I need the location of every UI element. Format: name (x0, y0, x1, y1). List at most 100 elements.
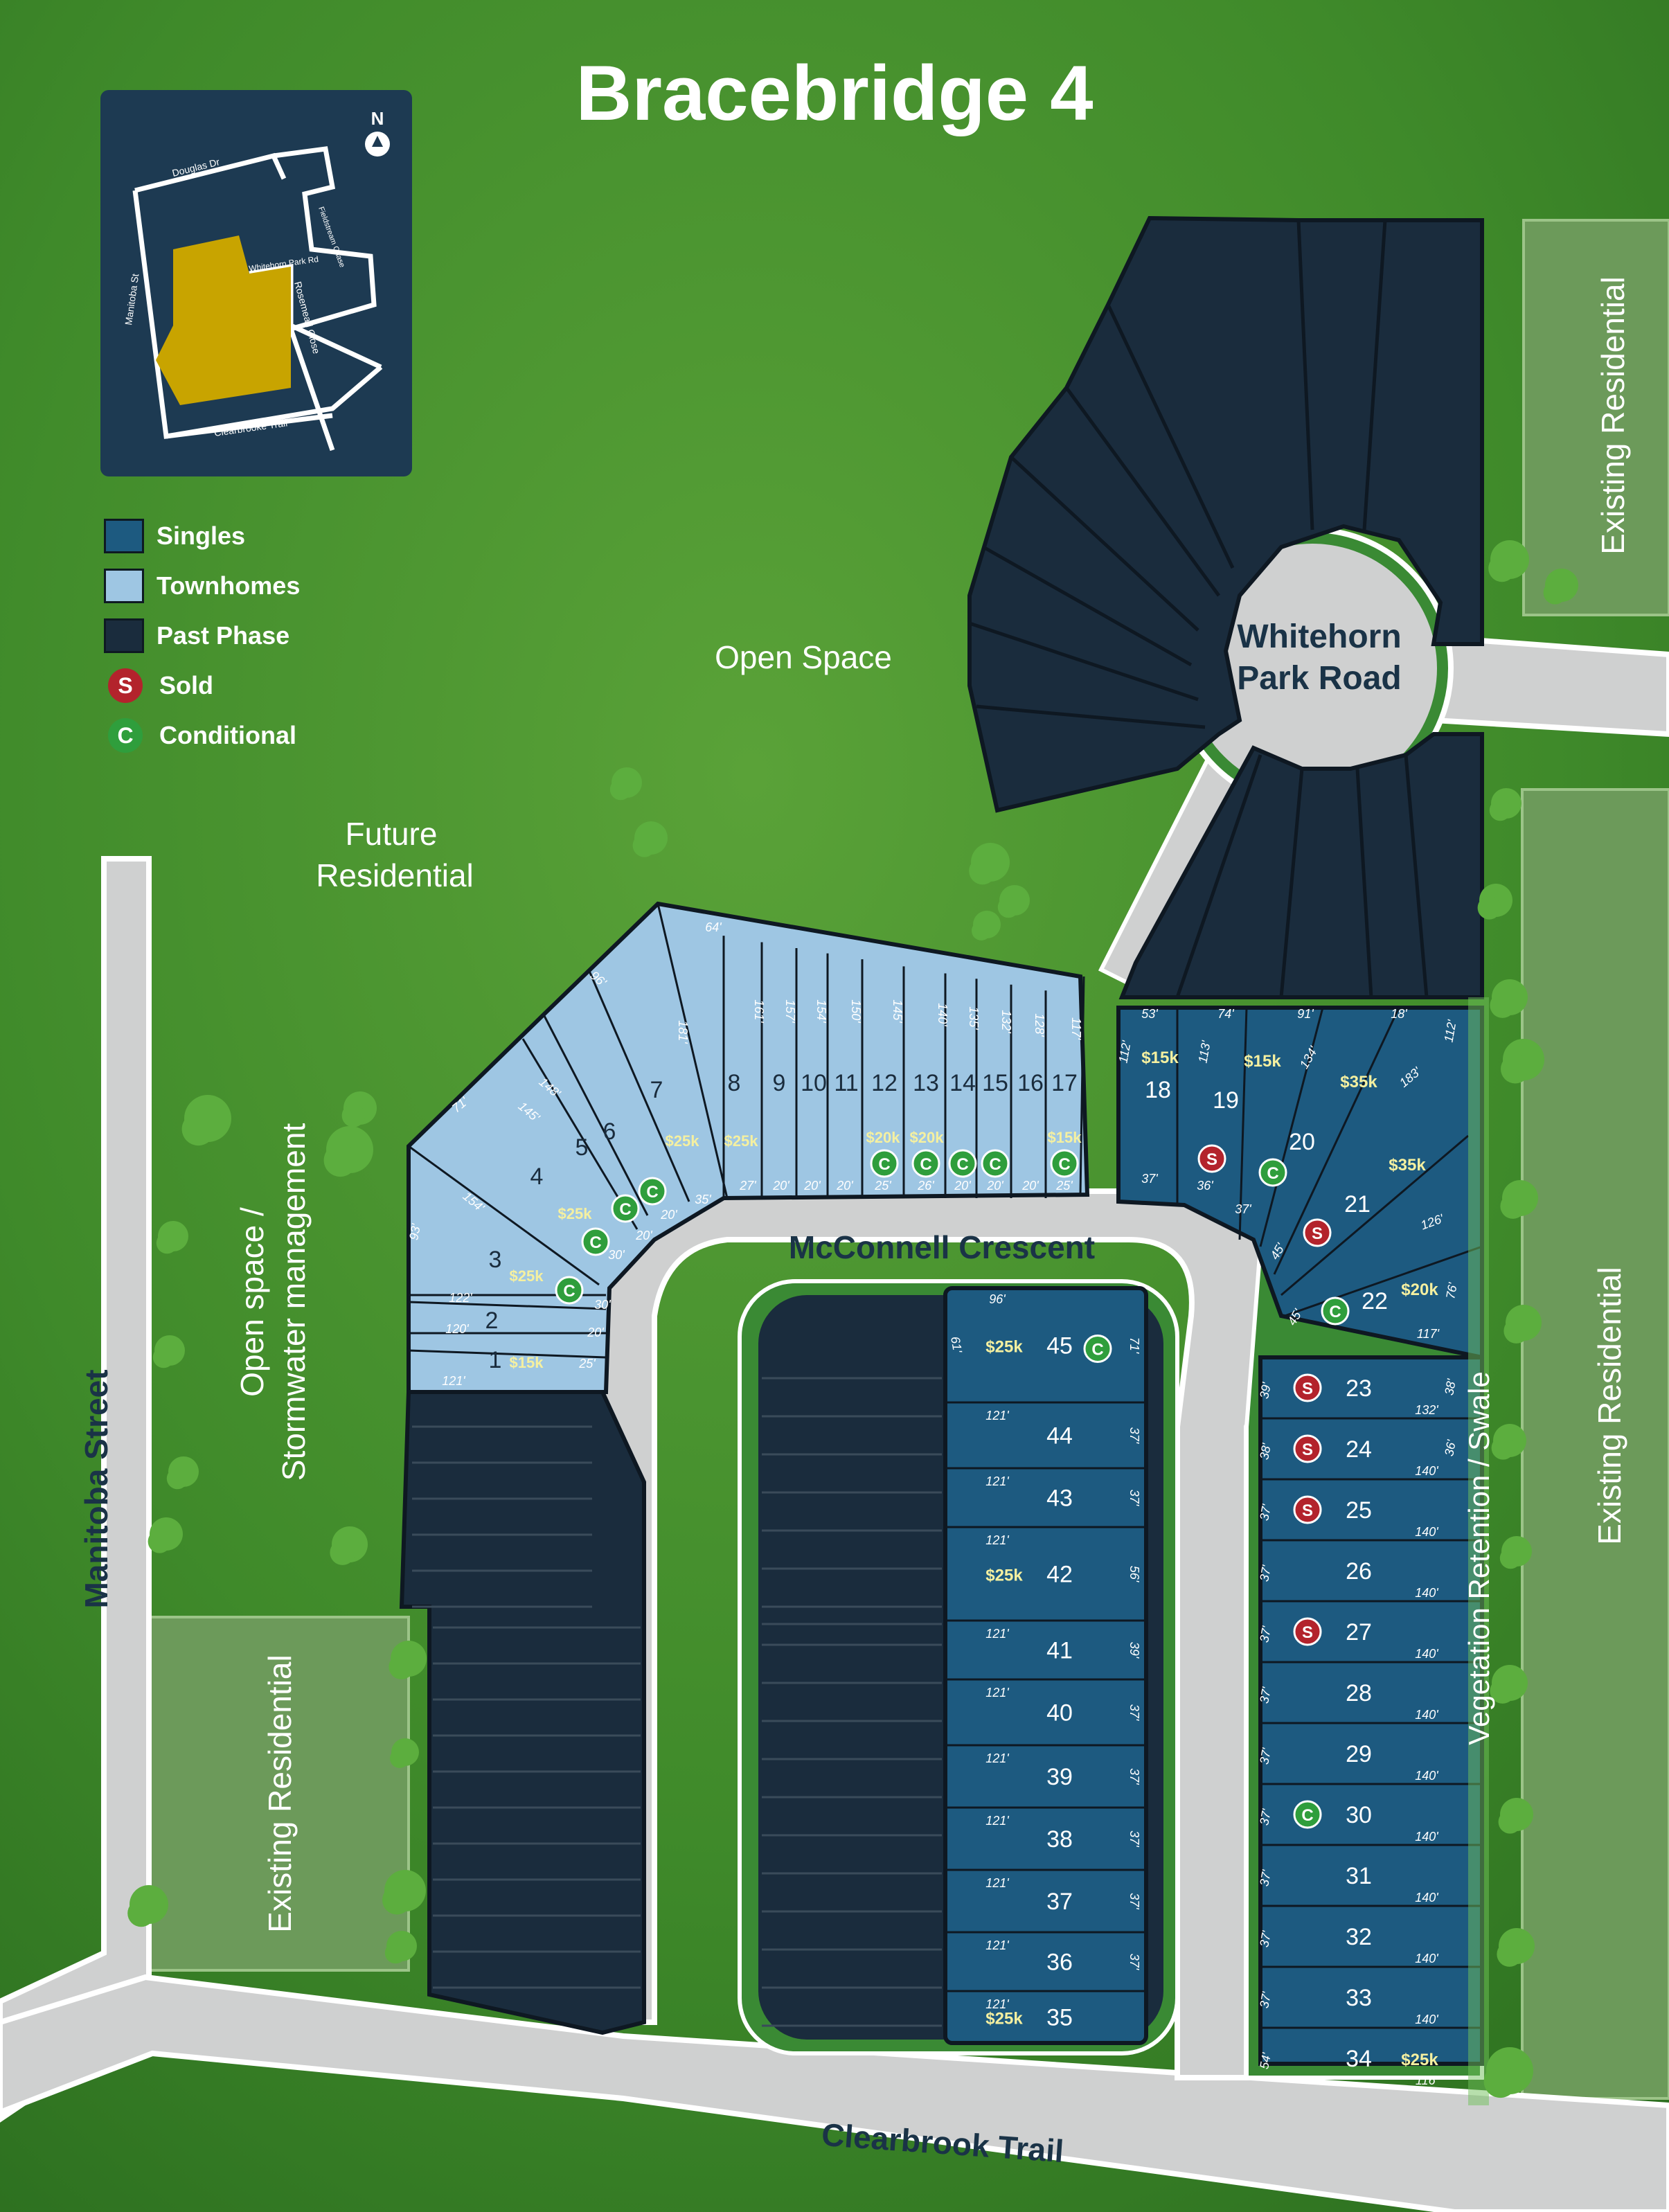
locator-site-highlight (156, 235, 291, 405)
townhome-lot-number: 7 (650, 1077, 663, 1103)
townhome-lot-number: 6 (603, 1118, 616, 1145)
singles-dimension: 36' (1197, 1179, 1213, 1193)
legend-item-sold: S Sold (104, 661, 300, 711)
singles-dimension: 140' (1415, 1769, 1438, 1783)
singles-lot-number: 27 (1346, 1619, 1372, 1645)
singles-lot-price: $25k (985, 1338, 1023, 1357)
tree-icon (1488, 555, 1516, 582)
townhome-lot-status-badge-letter: C (589, 1233, 601, 1252)
townhome-lot-price: $15k (1048, 1129, 1082, 1146)
townhome-lot-number: 16 (1017, 1070, 1044, 1096)
townhome-lot-number: 14 (949, 1070, 976, 1096)
singles-lot-number: 26 (1346, 1558, 1372, 1585)
townhome-lot-number: 12 (871, 1070, 898, 1096)
singles-dimension: 140' (1415, 1525, 1438, 1539)
singles-lot-price: $25k (1401, 2051, 1438, 2069)
townhome-lot-status-badge (981, 1149, 1010, 1178)
singles-dimension: 18' (1391, 1007, 1407, 1021)
singles-lot-number: 43 (1046, 1486, 1073, 1512)
singles-block-center (943, 1286, 1148, 2045)
townhome-lot-number: 1 (489, 1347, 502, 1373)
singles-lot-number: 35 (1046, 2005, 1073, 2031)
open-space-label: Open Space (715, 639, 892, 675)
townhome-lot-line (1079, 976, 1085, 1195)
townhome-dimension: 161' (752, 999, 766, 1023)
manitoba-street-road (0, 856, 152, 2123)
tree-icon (152, 1346, 175, 1368)
vegetation-swale (1468, 997, 1489, 2105)
singles-lot-status-badge (1321, 1296, 1350, 1326)
past-phase-lot-line (1362, 220, 1387, 530)
singles-dimension: 91' (1297, 1007, 1314, 1021)
townhome-lot-status-badge-letter: C (563, 1282, 575, 1301)
townhome-dimension: 20' (954, 1179, 971, 1193)
singles-lot-status-badge (1293, 1495, 1322, 1524)
past-phase-north-south-half (1118, 732, 1484, 999)
townhome-lot-status-badge (638, 1177, 667, 1206)
singles-lot-line (1259, 1007, 1324, 1247)
townhome-dimension: 64' (705, 920, 722, 934)
singles-lot-number: 39 (1046, 1764, 1073, 1790)
singles-lot-price: $35k (1389, 1156, 1426, 1175)
singles-dimension: 37' (1127, 1893, 1141, 1909)
townhome-lot-line (408, 1301, 607, 1310)
legend-item-conditional: C Conditional (104, 711, 300, 760)
existing-residential-ne (1522, 219, 1669, 616)
tree-icon (609, 778, 632, 801)
singles-lot-number: 31 (1346, 1863, 1372, 1889)
townhome-dimension: 128' (1033, 1013, 1046, 1037)
singles-dimension: 37' (1127, 1954, 1141, 1970)
tree-icon (1497, 1941, 1522, 1967)
singles-dimension: 71' (1127, 1337, 1141, 1354)
legend-label-sold: Sold (159, 671, 213, 699)
townhome-dimension: 140' (936, 1003, 949, 1026)
north-arrow-head-icon (372, 136, 383, 147)
townhome-dimension: 25' (1055, 1179, 1073, 1193)
townhome-lot-price: $25k (558, 1205, 593, 1222)
townhome-dimension: 35' (695, 1193, 711, 1206)
townhome-lot-status-badge (948, 1149, 977, 1178)
townhome-lot-status-badge-letter: C (646, 1183, 658, 1202)
tree-icon (997, 896, 1019, 918)
singles-lot-status-badge-letter: C (1091, 1341, 1103, 1359)
townhome-lot-number: 3 (489, 1247, 502, 1273)
townhome-dimension: 20' (986, 1179, 1003, 1193)
townhome-dimension: 135' (967, 1006, 981, 1030)
singles-dimension: 140' (1415, 1708, 1438, 1722)
singles-lot-number: 36 (1046, 1950, 1073, 1976)
tree-icon (156, 1232, 178, 1254)
singles-lot-status-badge (1303, 1218, 1332, 1247)
singles-lot-number: 42 (1046, 1562, 1073, 1588)
townhome-lot-number: 15 (982, 1070, 1008, 1096)
locator-map: N Douglas Dr Manitoba St Whitehorn Park … (100, 90, 412, 476)
past-phase-west (399, 1390, 646, 2035)
singles-lot-number: 45 (1046, 1333, 1073, 1359)
singles-dimension: 37' (1127, 1830, 1141, 1847)
singles-lot-number: 24 (1346, 1436, 1372, 1463)
townhome-lot-status-badge (911, 1149, 940, 1178)
conditional-badge-icon: C (108, 718, 143, 753)
singles-dimension: 121' (985, 1627, 1009, 1641)
townhome-dimension: 150' (849, 999, 863, 1023)
townhome-dimension: 132' (999, 1010, 1013, 1033)
singles-lot-line (1238, 1007, 1248, 1240)
townhome-dimension: 27' (739, 1179, 756, 1193)
townhome-dimension: 20' (772, 1179, 789, 1193)
singles-dimension: 39' (1127, 1642, 1141, 1659)
past-phase-lot-line (969, 621, 1199, 702)
legend-item-singles: Singles (104, 511, 300, 561)
townhome-lot-status-badge-letter: C (1058, 1155, 1070, 1174)
legend-label-singles: Singles (157, 521, 246, 550)
singles-dimension: 54' (1257, 2051, 1274, 2070)
townhome-lot-status-badge-letter: C (920, 1155, 931, 1174)
townhome-dimension: 30' (594, 1298, 611, 1312)
singles-dimension: 121' (985, 1876, 1009, 1890)
singles-dimension: 140' (1415, 1464, 1438, 1478)
singles-dimension: 37' (1257, 1929, 1274, 1948)
townhome-dimension: 30' (608, 1248, 625, 1262)
townhome-lot-status-badge (581, 1227, 610, 1256)
past-phase-lot-line (1064, 386, 1221, 597)
singles-lot-price: $25k (985, 2010, 1023, 2028)
sold-badge-icon: S (108, 668, 143, 703)
